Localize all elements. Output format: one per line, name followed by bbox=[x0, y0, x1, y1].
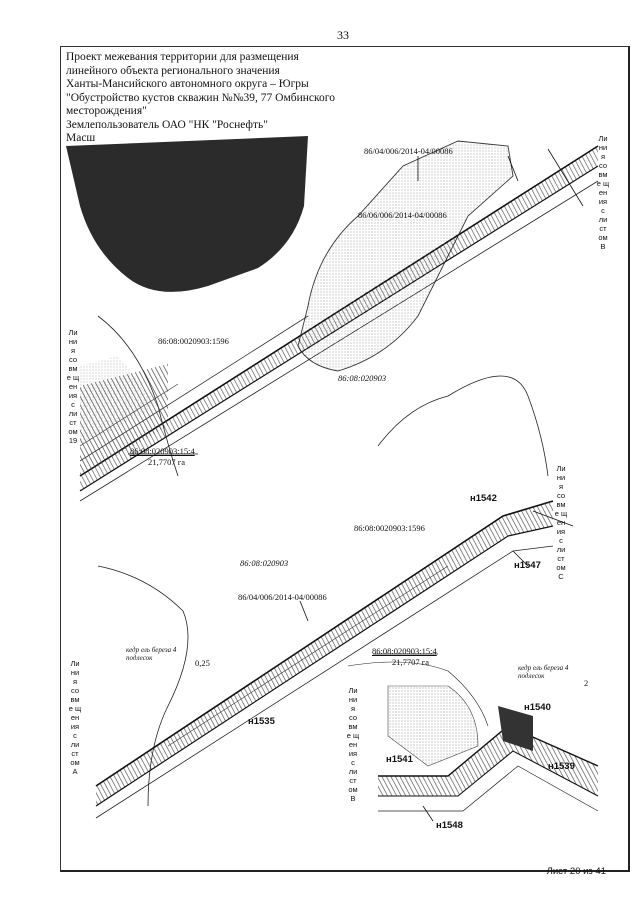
corridor-bottom-right bbox=[378, 726, 598, 796]
title-line: "Обустройство кустов скважин №№39, 77 Ом… bbox=[66, 91, 335, 104]
cadastre-block-label: 86:08:020903 bbox=[240, 558, 289, 568]
point-label: н1540 bbox=[524, 702, 551, 713]
match-line-note: Ли ни я со вм е щ ен ия с ли ст ом А bbox=[68, 659, 82, 776]
vegetation-formula: 2 bbox=[584, 678, 589, 688]
match-line-note: Ли ни я со вм е щ ен ия с ли ст ом В bbox=[346, 686, 360, 803]
cadastre-label: 86:08:0020903:1596 bbox=[354, 523, 425, 533]
cadastre-block-label: 86:08:020903 bbox=[338, 373, 387, 383]
dark-forest-area bbox=[66, 136, 308, 292]
match-line-note: Ли ни я со вм е щ ен ия с ли ст ом В bbox=[596, 134, 610, 251]
cadastre-label: 86:08:0020903:1596 bbox=[158, 336, 229, 346]
title-line: Проект межевания территории для размещен… bbox=[66, 51, 299, 63]
document-title: Проект межевания территории для размещен… bbox=[66, 51, 366, 146]
parcel-label-upper-2: 86/06/006/2014-04/00086 bbox=[358, 210, 447, 220]
point-label: н1548 bbox=[436, 820, 463, 831]
vegetation-note: кедр ель береза 4 подлесок bbox=[518, 664, 569, 680]
parcel-outline-upper bbox=[297, 140, 514, 372]
area-label: 21,7707 га bbox=[392, 657, 430, 667]
title-line: линейного объекта регионального значения bbox=[66, 64, 280, 77]
map-frame bbox=[60, 46, 630, 872]
title-line: Ханты-Мансийского автономного округа – Ю… bbox=[66, 78, 309, 90]
cadastre-label: 86:08:020903:15:4 bbox=[130, 446, 195, 456]
match-line-note: Ли ни я со вм е щ ен ия с ли ст ом 19 bbox=[66, 328, 80, 445]
title-line: месторождения" bbox=[66, 105, 147, 117]
title-line: Масш bbox=[66, 132, 96, 144]
sheet-footer: Лист 20 из 41 bbox=[546, 866, 606, 877]
match-line-note: Ли ни я со вм е щ ен ия с ли ст ом С bbox=[554, 464, 568, 581]
corridor-lower bbox=[96, 501, 553, 806]
map-sheet: 33 bbox=[8, 6, 632, 899]
point-label: н1539 bbox=[548, 761, 575, 772]
title-line: Землепользователь ОАО "НК "Роснефть" bbox=[66, 118, 268, 131]
point-label: н1541 bbox=[386, 754, 413, 765]
vegetation-note: кедр ель береза 4 подлесок bbox=[126, 646, 177, 662]
cadastre-label: 86:08:020903:15:4 bbox=[372, 646, 437, 656]
point-label: н1542 bbox=[470, 493, 497, 504]
page-number: 33 bbox=[337, 28, 349, 42]
area-label: 21,7707 га bbox=[148, 457, 186, 467]
vegetation-formula: 0,25 bbox=[195, 658, 210, 668]
point-label: н1547 bbox=[514, 560, 541, 571]
map-drawing bbox=[66, 136, 599, 822]
parcel-label-lower: 86/04/006/2014-04/00086 bbox=[238, 592, 327, 602]
point-label: н1535 bbox=[248, 716, 275, 727]
parcel-label-upper: 86/04/006/2014-04/00086 bbox=[364, 146, 453, 156]
